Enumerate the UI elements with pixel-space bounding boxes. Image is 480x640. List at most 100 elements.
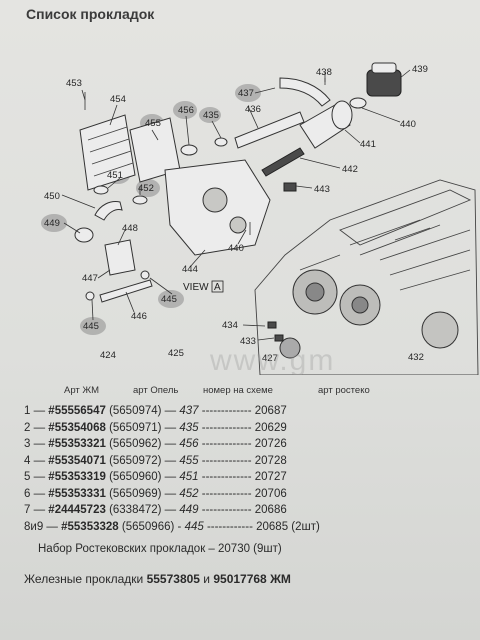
row-index: 6 — bbox=[24, 487, 46, 500]
highlight-452 bbox=[136, 179, 160, 197]
iron-mid: и bbox=[199, 572, 214, 586]
callout-433: 433 bbox=[240, 336, 256, 347]
pipe-450 bbox=[94, 201, 123, 221]
header-scheme-no: номер на схеме bbox=[203, 385, 273, 396]
row-art-rostecko: 20728 bbox=[254, 454, 287, 467]
row-dashes: ------------- bbox=[198, 471, 255, 483]
row-dashes: ------------- bbox=[198, 504, 255, 516]
row-art-rostecko: 20687 bbox=[254, 405, 287, 417]
callout-437: 437 bbox=[238, 88, 254, 99]
table-headers: Арт ЖМ арт Опель номер на схеме арт рост… bbox=[0, 385, 480, 399]
row-art-rostecko: 20629 bbox=[254, 421, 287, 434]
callout-427: 427 bbox=[262, 353, 278, 364]
row-art-zhm: #55353328 bbox=[61, 520, 119, 533]
iron-prefix: Железные прокладки bbox=[24, 572, 147, 586]
callout-436: 436 bbox=[245, 104, 261, 115]
row-art-opel: (5650971) — bbox=[109, 421, 177, 434]
housing-444 bbox=[164, 159, 271, 256]
callout-448: 448 bbox=[122, 223, 138, 234]
row-index: 8и9 — bbox=[24, 520, 58, 533]
gasket-row: 7 — #24445723 (6338472) — 449 ----------… bbox=[24, 504, 474, 521]
row-scheme-no: 449 bbox=[179, 504, 199, 516]
ring-445-b bbox=[140, 270, 150, 280]
callout-443: 443 bbox=[314, 184, 330, 195]
callout-446: 446 bbox=[131, 311, 147, 322]
bracket-448 bbox=[104, 239, 136, 276]
iron-gaskets-line: Железные прокладки 55573805 и 95017768 Ж… bbox=[24, 572, 291, 586]
highlight-449 bbox=[41, 214, 67, 232]
row-index: 2 — bbox=[24, 421, 46, 434]
row-index: 1 — bbox=[24, 405, 46, 417]
iron-num2: 95017768 bbox=[213, 572, 267, 586]
row-index: 3 — bbox=[24, 438, 46, 450]
highlight-445-b bbox=[80, 317, 106, 335]
watermark: www.gm bbox=[209, 344, 335, 375]
callout-425: 425 bbox=[168, 348, 184, 359]
view-label: VIEW bbox=[183, 282, 209, 293]
highlight-445-a bbox=[158, 290, 184, 308]
callout-424: 424 bbox=[100, 350, 116, 361]
header-art-zhm: Арт ЖМ bbox=[64, 385, 100, 396]
view-letter: A bbox=[214, 282, 221, 293]
row-art-zhm: #24445723 bbox=[48, 504, 106, 516]
oil-filter-element bbox=[299, 100, 353, 149]
set-line: Набор Ростековских прокладок – 20730 (9ш… bbox=[38, 543, 282, 555]
callout-453: 453 bbox=[66, 78, 82, 89]
callout-455: 455 bbox=[145, 118, 161, 129]
callout-444: 444 bbox=[182, 264, 198, 275]
ring-451 bbox=[93, 185, 109, 195]
callout-451: 451 bbox=[107, 170, 123, 181]
callout-447: 447 bbox=[82, 273, 98, 284]
ring-449 bbox=[74, 227, 94, 243]
parts-diagram: 453 454 455 456 435 437 436 438 439 440 … bbox=[41, 62, 479, 375]
row-index: 7 — bbox=[24, 504, 46, 516]
callout-435: 435 bbox=[203, 110, 219, 121]
highlight-435 bbox=[199, 107, 221, 123]
oil-cooler bbox=[79, 114, 136, 191]
gasket-row: 5 — #55353319 (5650960) — 451 ----------… bbox=[24, 471, 474, 488]
pipe-446 bbox=[99, 279, 153, 303]
callout-440: 440 bbox=[400, 119, 416, 130]
callout-445-b: 445 bbox=[83, 321, 99, 332]
row-art-rostecko: 20686 bbox=[254, 504, 287, 516]
callout-441: 441 bbox=[360, 139, 376, 150]
engine-block bbox=[254, 179, 479, 375]
row-art-opel: (5650962) — bbox=[109, 438, 177, 450]
row-scheme-no: 455 bbox=[179, 454, 199, 467]
gasket-row: 6 — #55353331 (5650969) — 452 ----------… bbox=[24, 488, 474, 505]
header-art-rostecko: арт ростеко bbox=[318, 385, 370, 396]
row-art-opel: (5650969) — bbox=[109, 487, 177, 500]
row-index: 4 — bbox=[24, 454, 46, 467]
gasket-row: 1 — #55556547 (5650974) — 437 ----------… bbox=[24, 405, 474, 422]
gasket-row: 8и9 — #55353328 (5650966) - 445 --------… bbox=[24, 521, 474, 538]
row-art-opel: (6338472) — bbox=[109, 504, 177, 516]
row-art-zhm: #55353319 bbox=[48, 471, 106, 483]
row-dashes: ------------- bbox=[198, 438, 255, 450]
hose-437 bbox=[279, 77, 331, 107]
row-art-zhm: #55556547 bbox=[48, 405, 106, 417]
row-art-zhm: #55354068 bbox=[48, 421, 106, 434]
bolt-433 bbox=[274, 334, 284, 342]
row-scheme-no: 437 bbox=[179, 405, 199, 417]
ring-445-a bbox=[85, 291, 95, 301]
iron-num1: 55573805 bbox=[146, 572, 200, 586]
row-dashes: ------------- bbox=[198, 454, 255, 467]
row-scheme-no: 445 bbox=[184, 520, 204, 533]
row-dashes: ------------- bbox=[198, 405, 255, 417]
row-dashes: ------------- bbox=[198, 487, 255, 500]
callout-450: 450 bbox=[44, 191, 60, 202]
row-art-rostecko: 20685 (2шт) bbox=[256, 520, 320, 533]
callout-432: 432 bbox=[408, 352, 424, 363]
spring-442 bbox=[261, 147, 305, 177]
callout-438: 438 bbox=[316, 67, 332, 78]
callout-452: 452 bbox=[138, 183, 154, 194]
row-art-zhm: #55353321 bbox=[48, 438, 106, 450]
row-art-opel: (5650960) — bbox=[109, 471, 177, 483]
row-art-zhm: #55353331 bbox=[48, 487, 106, 500]
gasket-row: 3 — #55353321 (5650962) — 456 ----------… bbox=[24, 438, 474, 455]
callout-445-a: 445 bbox=[161, 294, 177, 305]
callout-442: 442 bbox=[342, 164, 358, 175]
view-letter-box bbox=[211, 280, 224, 293]
gasket-row: 2 — #55354068 (5650971) — 435 ----------… bbox=[24, 422, 474, 439]
